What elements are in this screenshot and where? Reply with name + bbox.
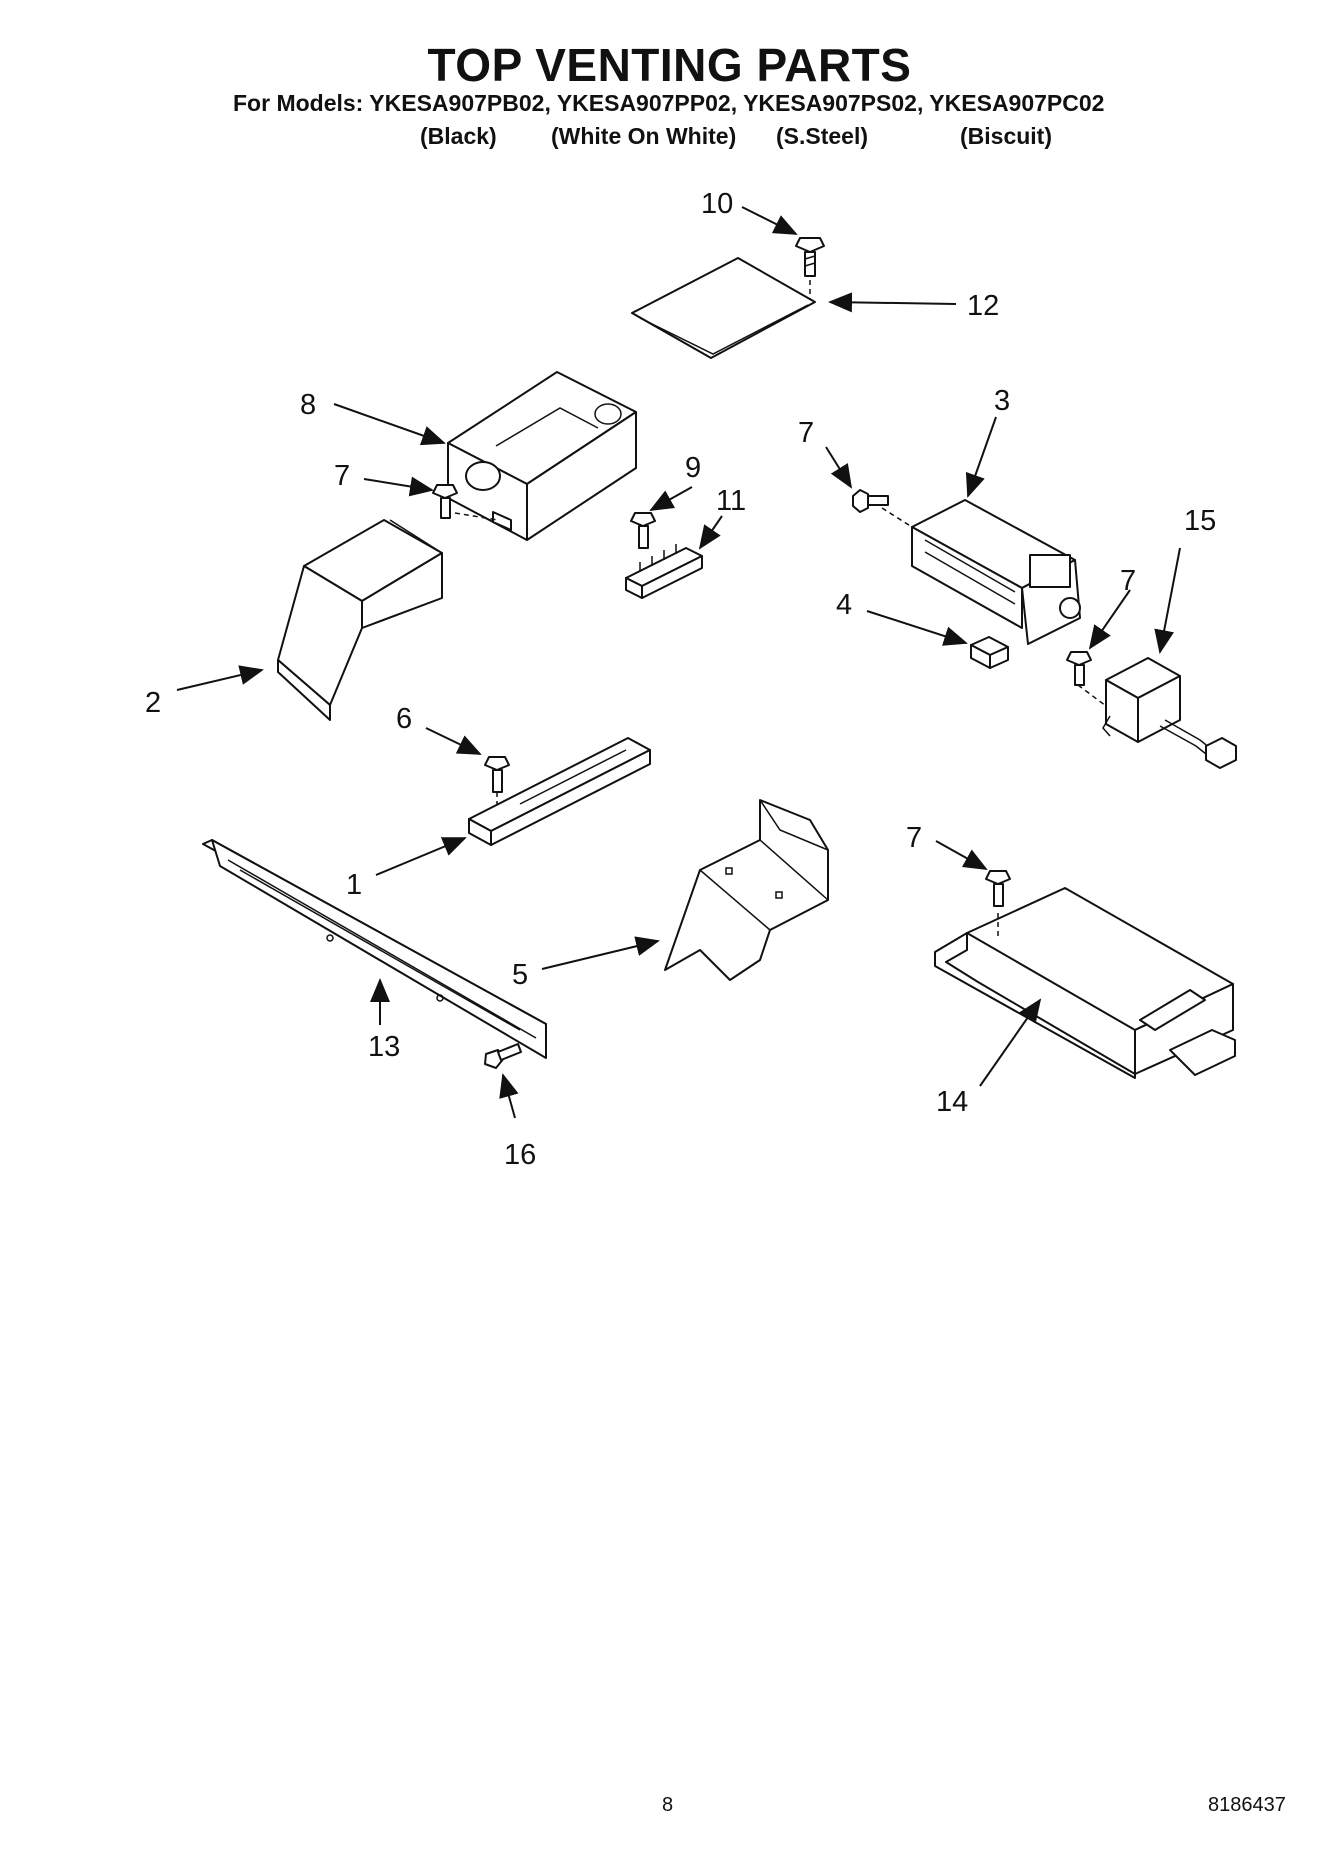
page-number: 8 bbox=[662, 1794, 674, 1816]
part-12-cover-plate bbox=[631, 257, 816, 359]
part-5-deflector bbox=[664, 799, 829, 981]
callout-13: 13 bbox=[368, 1031, 400, 1063]
callout-9: 9 bbox=[685, 452, 701, 484]
callout-2: 2 bbox=[145, 687, 161, 719]
part-2-vent-duct bbox=[277, 519, 443, 721]
models-line: For Models: YKESA907PB02, YKESA907PP02, … bbox=[233, 90, 1105, 116]
callout-5: 5 bbox=[512, 959, 528, 991]
color-stainless-steel: (S.Steel) bbox=[776, 123, 869, 149]
callout-16: 16 bbox=[504, 1139, 536, 1171]
part-8-box bbox=[447, 371, 637, 541]
callout-6: 6 bbox=[396, 703, 412, 735]
part-10-screw bbox=[795, 237, 825, 277]
part-1-bracket bbox=[468, 737, 651, 846]
callout-10: 10 bbox=[701, 188, 733, 220]
page-title: TOP VENTING PARTS bbox=[427, 39, 912, 91]
part-7-screw-b bbox=[852, 489, 889, 513]
part-11-terminal-block bbox=[625, 544, 703, 599]
callout-8: 8 bbox=[300, 389, 316, 421]
part-3-control-assembly bbox=[881, 499, 1081, 645]
part-15-transformer bbox=[1077, 657, 1237, 769]
part-4-connector bbox=[970, 636, 1009, 669]
document-number: 8186437 bbox=[1208, 1794, 1286, 1816]
callout-15: 15 bbox=[1184, 505, 1216, 537]
callout-1: 1 bbox=[346, 869, 362, 901]
part-7-screw-d bbox=[985, 870, 1011, 907]
callout-7-transformer: 7 bbox=[1120, 565, 1136, 597]
part-9-screw bbox=[630, 512, 656, 549]
callout-labels: 10 12 8 3 7 7 9 11 15 7 4 2 6 1 5 7 13 1… bbox=[145, 188, 1216, 1171]
callout-4: 4 bbox=[836, 589, 852, 621]
callout-7-control: 7 bbox=[798, 417, 814, 449]
part-13-channel bbox=[202, 839, 547, 1059]
color-biscuit: (Biscuit) bbox=[960, 123, 1052, 149]
part-6-screw bbox=[484, 756, 510, 815]
part-14-shelf bbox=[934, 887, 1236, 1079]
callout-11: 11 bbox=[716, 485, 746, 517]
callout-7-shelf: 7 bbox=[906, 822, 922, 854]
callout-14: 14 bbox=[936, 1086, 968, 1118]
callout-12: 12 bbox=[967, 290, 999, 322]
color-white-on-white: (White On White) bbox=[551, 123, 737, 149]
leader-lines bbox=[176, 206, 1181, 1119]
callout-7-box: 7 bbox=[334, 460, 350, 492]
callout-3: 3 bbox=[994, 385, 1010, 417]
part-7-screw-c bbox=[1066, 651, 1092, 686]
color-black: (Black) bbox=[420, 123, 497, 149]
part-16-screw bbox=[484, 1043, 522, 1069]
